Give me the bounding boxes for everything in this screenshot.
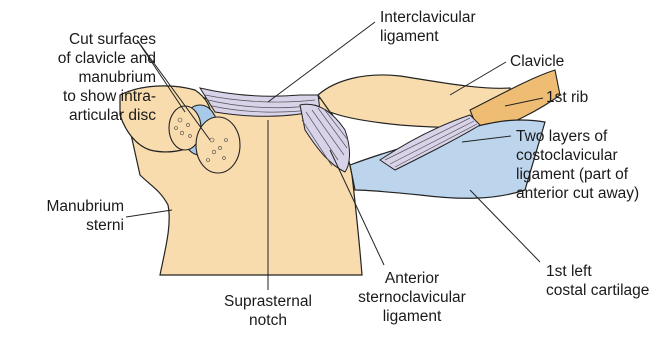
label-interclavicular-ligament: Interclavicular ligament: [380, 8, 476, 46]
label-manubrium-sterni: Manubrium sterni: [18, 197, 124, 235]
label-clavicle: Clavicle: [510, 52, 564, 71]
label-costoclavicular-ligament: Two layers of costoclavicular ligament (…: [516, 127, 639, 203]
label-suprasternal-notch: Suprasternal notch: [210, 292, 326, 330]
label-first-rib: 1st rib: [546, 88, 588, 107]
label-anterior-sternoclavicular-ligament: Anterior sternoclavicular ligament: [347, 269, 477, 326]
label-cut-surfaces: Cut surfaces of clavicle and manubrium t…: [40, 30, 156, 125]
label-first-left-costal-cartilage: 1st left costal cartilage: [546, 262, 649, 300]
manubrium-cut-surface: [196, 117, 240, 173]
